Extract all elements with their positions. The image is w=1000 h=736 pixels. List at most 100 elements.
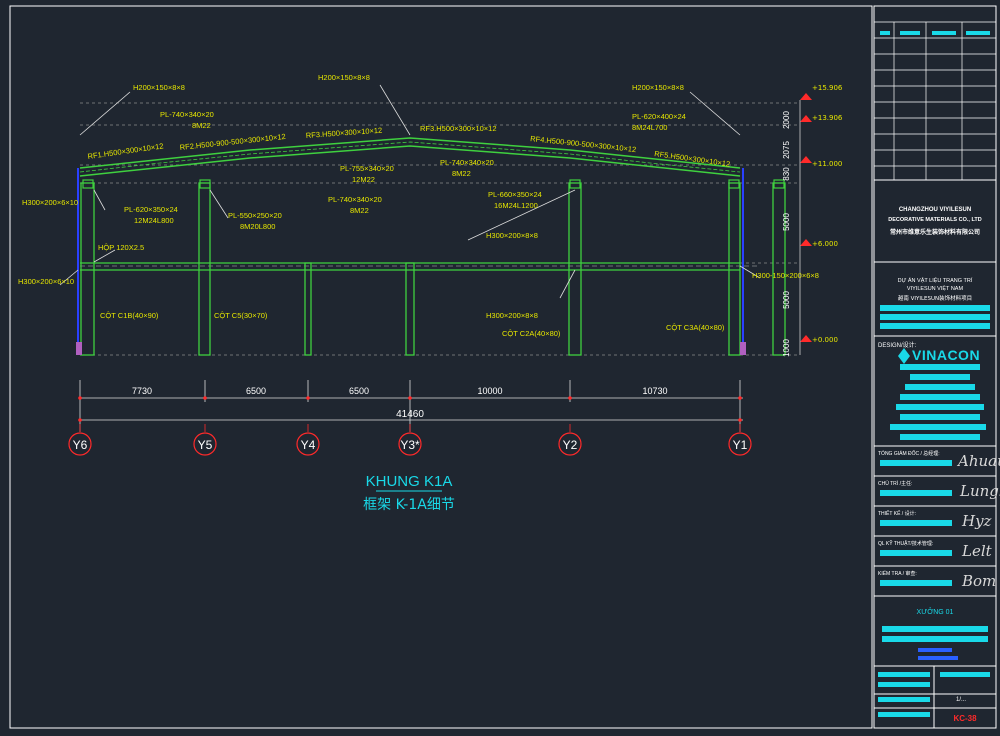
elevation-label: +11.000 xyxy=(812,160,842,168)
annotation-label: RF1.H500×300×10×12 xyxy=(87,141,164,161)
footer-bar xyxy=(878,712,930,717)
designer-info-bar xyxy=(900,394,980,400)
annotation-label: 12M22 xyxy=(352,175,375,184)
role-label-director: TỔNG GIÁM ĐỐC / 总经理: xyxy=(878,451,940,457)
project-name-1: DỰ ÁN VẬT LIỆU TRANG TRÍ xyxy=(897,278,973,284)
axis-bubble xyxy=(68,432,92,456)
dimension-ticks xyxy=(78,396,742,422)
role-name-bar xyxy=(880,490,952,496)
annotation-label: RF3.H500×300×10×12 xyxy=(306,126,383,140)
footer-bar xyxy=(940,672,990,677)
annotation-label: H300×200×8×8 xyxy=(486,311,538,320)
elevation-dimension: 2075 xyxy=(782,141,791,159)
revision-headers xyxy=(880,31,990,35)
axis-bubble xyxy=(398,432,422,456)
axis-label: Y1 xyxy=(733,438,748,452)
signature-designer: Hyz xyxy=(962,512,992,530)
project-name-2: VIYILESUN VIỆT NAM xyxy=(906,286,964,292)
column-caps xyxy=(82,179,785,189)
span-dimension: 10000 xyxy=(477,386,502,396)
annotation-label: PL-740×340×20 xyxy=(440,158,494,167)
span-dimension: 6500 xyxy=(349,386,369,396)
role-label-checker: KIỂM TRA / 审查: xyxy=(878,571,917,577)
project-bar xyxy=(880,305,990,311)
role-name-bar xyxy=(880,520,952,526)
annotation-labels: H200×150×8×8H200×150×8×8H200×150×8×8PL-7… xyxy=(18,73,819,338)
annotation-label: H300-150×200×6×8 xyxy=(752,271,819,280)
drawing-frame xyxy=(9,5,873,729)
project-bar xyxy=(880,314,990,320)
axis-bubble xyxy=(558,432,582,456)
annotation-label: H200×150×8×8 xyxy=(632,83,684,92)
role-name-bar xyxy=(880,550,952,556)
sheet-info-bar xyxy=(882,636,988,642)
annotation-label: PL-740×340×20 xyxy=(328,195,382,204)
role-label-chief: CHỦ TRÌ /主任: xyxy=(878,481,913,487)
roof-rafters xyxy=(79,137,741,177)
footer-bar xyxy=(878,682,930,687)
span-dimension: 10730 xyxy=(642,386,667,396)
designer-info-bar xyxy=(890,424,986,430)
span-dimension: 7730 xyxy=(132,386,152,396)
elevation-dimension: 830 xyxy=(782,167,791,181)
company-name-cn: 常州市维意乐生装饰材料有限公司 xyxy=(889,229,980,236)
annotation-label: 12M24L800 xyxy=(134,216,174,225)
designer-info-bar xyxy=(900,414,980,420)
eave-beams xyxy=(80,262,740,271)
annotation-label: H300×200×6×10 xyxy=(22,198,78,207)
annotation-label: CỘT C1B(40×90) xyxy=(100,311,159,320)
role-label-designer: THIẾT KẾ / 设计: xyxy=(878,511,916,517)
elevation-dimension: 2000 xyxy=(782,111,791,129)
annotation-label: H200×150×8×8 xyxy=(133,83,185,92)
elevation-dimension: 1000 xyxy=(782,339,791,357)
roof-bracing xyxy=(79,141,741,173)
elevation-labels: +15.906 +13.906 +11.000 +6.000 +0.000 xyxy=(812,84,843,344)
signature-technical: Lelt xyxy=(962,542,992,560)
company-name-en-2: DECORATIVE MATERIALS CO., LTD xyxy=(888,217,982,223)
sheet-info-bar xyxy=(882,626,988,632)
axis-label: Y3* xyxy=(400,438,420,452)
sheet-title: XƯỞNG 01 xyxy=(916,609,954,616)
design-label: DESIGN/设计: xyxy=(878,343,917,349)
role-name-bar xyxy=(880,580,952,586)
footer-bar xyxy=(878,697,930,702)
designer-info-bar xyxy=(905,384,975,390)
annotation-label: PL-550×250×20 xyxy=(228,211,282,220)
designer-info-bar xyxy=(896,404,984,410)
vinacon-logo-icon xyxy=(898,348,910,364)
annotation-label: RF3.H500×300×10×12 xyxy=(420,124,497,133)
footer-bar xyxy=(878,672,930,677)
columns xyxy=(80,182,786,356)
annotation-label: 16M24L1200 xyxy=(494,201,538,210)
axis-label: Y2 xyxy=(563,438,578,452)
axis-label: Y5 xyxy=(198,438,213,452)
role-name-bar xyxy=(880,460,952,466)
annotation-label: PL-660×350×24 xyxy=(488,190,542,199)
project-bar xyxy=(880,323,990,329)
annotation-label: PL-755×340×20 xyxy=(340,164,394,173)
annotation-label: HỘP 120X2.5 xyxy=(98,243,144,252)
axis-bubble xyxy=(728,432,752,456)
title-block-frame xyxy=(873,5,997,729)
vinacon-logo: VINACON xyxy=(912,347,981,363)
annotation-label: CỘT C2A(40×80) xyxy=(502,329,561,338)
company-name-en-1: CHANGZHOU VIYILESUN xyxy=(898,207,972,213)
drawing-title: KHUNG K1A xyxy=(366,473,453,490)
annotation-label: 8M22 xyxy=(452,169,471,178)
project-name-3: 越南 VIYILESUN装饰材料项目 xyxy=(897,296,973,302)
elevation-dimension: 5000 xyxy=(782,213,791,231)
axis-bubble xyxy=(296,432,320,456)
elevation-label: +15.906 xyxy=(812,84,843,92)
elevation-label: +0.000 xyxy=(812,336,838,344)
annotation-label: RF5.H500×300×10×12 xyxy=(654,149,731,169)
axis-label: Y4 xyxy=(301,438,316,452)
sheet-info-bar xyxy=(918,648,952,652)
axis-bubbles: Y6 Y5 Y4 Y3* Y2 Y1 xyxy=(68,424,752,456)
sheet-info-bar xyxy=(918,656,958,660)
axis-label: Y6 xyxy=(73,438,88,452)
elevation-label: +13.906 xyxy=(812,114,843,122)
elevation-label: +6.000 xyxy=(812,240,838,248)
page-number: 1/... xyxy=(956,697,967,703)
